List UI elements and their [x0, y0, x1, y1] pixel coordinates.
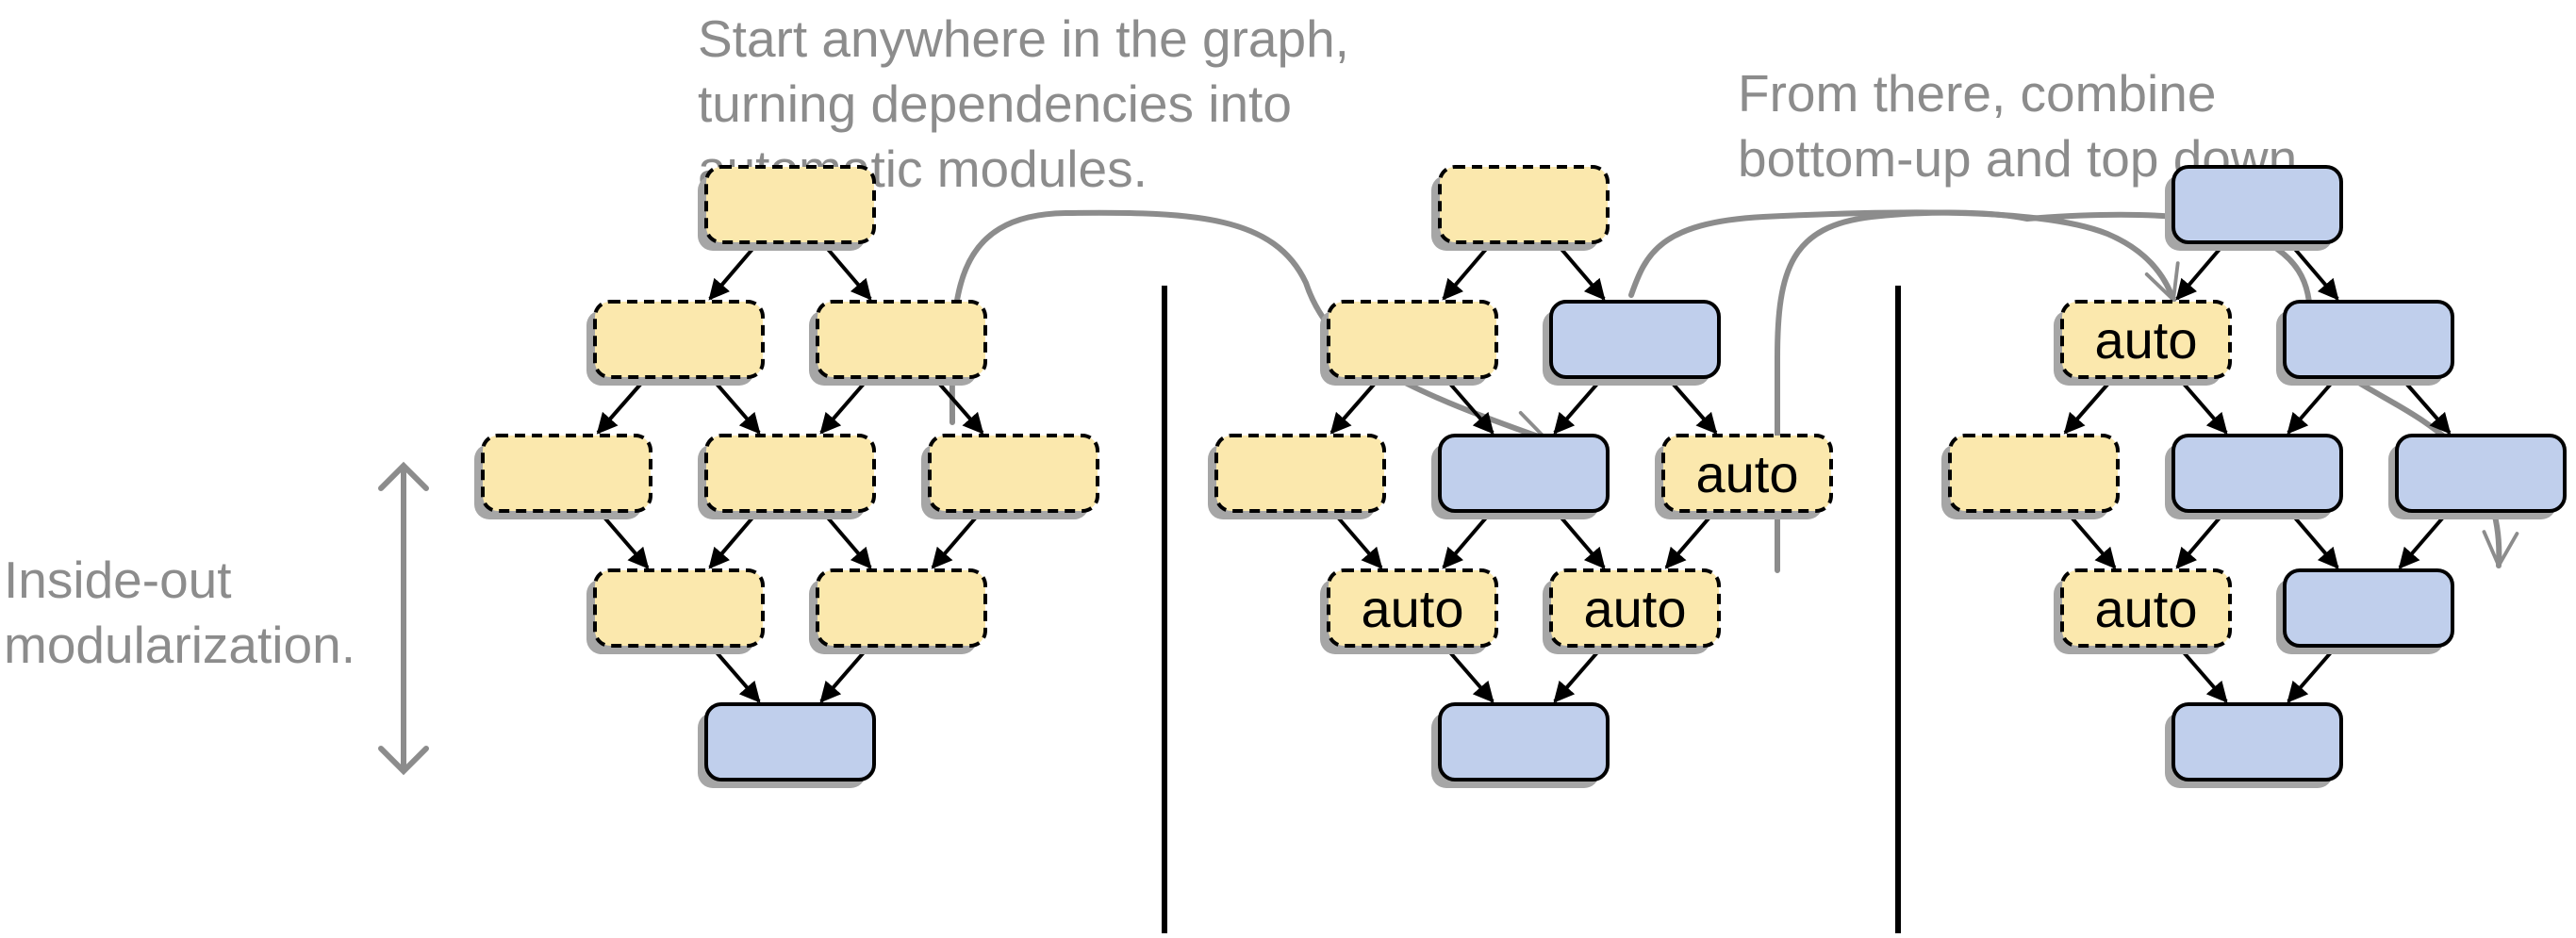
panel-3-edge: [2063, 508, 2117, 569]
plain-module-node: auto: [1320, 568, 1498, 654]
panel-3-edge: [2287, 239, 2339, 301]
combine-annotation: From there, combine bottom-up and top do…: [1738, 64, 2311, 188]
panel-3-edge: [2287, 508, 2339, 569]
panel-1-edge: [819, 239, 872, 301]
inside-out-annotation: Inside-out modularization.: [4, 551, 355, 674]
plain-module-node: [809, 568, 987, 654]
plain-module-node: auto: [1543, 568, 1721, 654]
module-label: auto: [1584, 579, 1687, 638]
panel-3-edge: [2175, 239, 2228, 301]
panel-1-edge: [708, 239, 761, 301]
panel-3-edge: [2398, 508, 2452, 569]
panel-2-edge: [1329, 508, 1383, 569]
panel-1-edge: [931, 508, 984, 569]
named-module-node: [1543, 300, 1721, 386]
named-module-node: [2165, 702, 2343, 788]
panel-2-edge: [1553, 239, 1606, 301]
plain-module-node: [474, 434, 652, 519]
named-module-node: [698, 702, 876, 788]
panel-3-graph: auto auto: [1941, 165, 2567, 788]
module-label: auto: [2095, 310, 2198, 370]
plain-module-node: [698, 434, 876, 519]
panel-1-edge: [708, 508, 761, 569]
plain-module-node: [921, 434, 1099, 519]
named-module-node: [1431, 702, 1610, 788]
panel-2-edge: [1442, 508, 1494, 569]
module-label: auto: [1696, 444, 1799, 503]
panel-1-graph: [474, 165, 1099, 788]
combine-curve-top: [1628, 209, 2180, 303]
named-module-node: [2276, 300, 2454, 386]
named-module-node: [2276, 568, 2454, 654]
panel-2-graph: auto auto auto: [1208, 165, 1833, 788]
panel-1-edge: [596, 508, 650, 569]
plain-module-node: auto: [2054, 568, 2232, 654]
panel-3-edge: [2175, 508, 2228, 569]
named-module-node: [2165, 434, 2343, 519]
plain-module-node: auto: [1655, 434, 1833, 519]
plain-module-node: [809, 300, 987, 386]
plain-module-node: [1431, 165, 1610, 251]
named-module-node: [1431, 434, 1610, 519]
inside-out-arrow: [378, 461, 429, 776]
panel-2-edge: [1664, 508, 1718, 569]
plain-module-node: [1208, 434, 1386, 519]
plain-module-node: [1941, 434, 2120, 519]
module-label: auto: [2095, 579, 2198, 638]
panel-1-edge: [819, 508, 872, 569]
module-label: auto: [1362, 579, 1464, 638]
plain-module-node: auto: [2054, 300, 2232, 386]
combine-curve-up: [1775, 209, 2030, 573]
panel-2-edge: [1442, 239, 1494, 301]
plain-module-node: [698, 165, 876, 251]
named-module-node: [2165, 165, 2343, 251]
panel-2-edge: [1553, 508, 1606, 569]
plain-module-node: [1320, 300, 1498, 386]
plain-module-node: [586, 300, 765, 386]
named-module-node: [2388, 434, 2567, 519]
plain-module-node: [586, 568, 765, 654]
